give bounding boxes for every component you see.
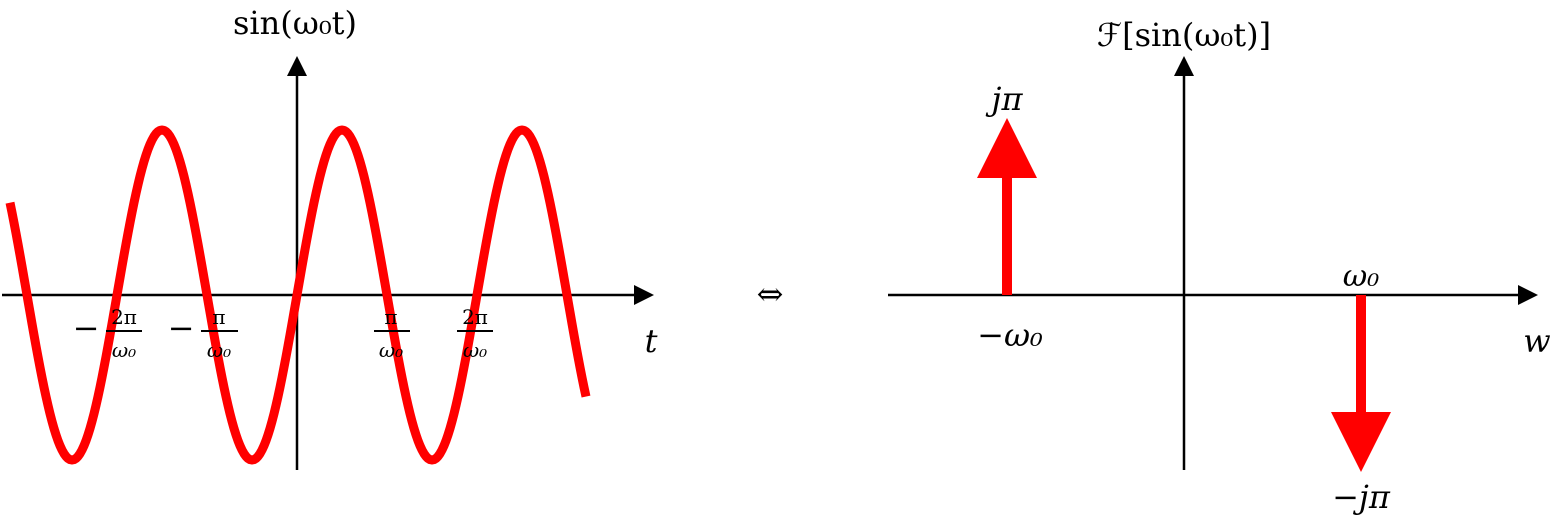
svg-text:2π: 2π	[111, 305, 137, 329]
svg-text:ω₀: ω₀	[207, 338, 231, 362]
impulse-amplitude-label-up: jπ	[986, 80, 1024, 118]
impulse-arrowhead-down	[1331, 412, 1391, 472]
impulse-negative-omega0: jπ −ω₀	[977, 80, 1043, 354]
time-plot-title: sin(ω₀t)	[233, 4, 357, 42]
tick-label-pi: π ω₀	[374, 305, 410, 362]
impulse-arrowhead-up	[977, 118, 1037, 178]
frequency-domain-plot: ℱ[sin(ω₀t)] w jπ −ω₀ ω₀ −jπ	[888, 16, 1551, 516]
t-axis-label: t	[645, 322, 658, 360]
tick-label-2pi: 2π ω₀	[457, 305, 493, 362]
sine-curve	[5, 125, 591, 465]
amplitude-axis-arrowhead	[287, 56, 307, 76]
svg-text:2π: 2π	[462, 305, 488, 329]
w-axis-arrowhead	[1518, 285, 1538, 305]
impulse-amplitude-label-down: −jπ	[1332, 478, 1391, 516]
w-axis-label: w	[1523, 322, 1550, 360]
frequency-plot-title: ℱ[sin(ω₀t)]	[1097, 16, 1271, 54]
svg-text:ω₀: ω₀	[379, 338, 403, 362]
svg-text:−: −	[73, 309, 100, 347]
spectrum-axis-arrowhead	[1174, 56, 1194, 76]
tick-label-neg-2pi: − 2π ω₀	[73, 305, 142, 362]
impulse-position-label-neg: −ω₀	[977, 316, 1043, 354]
tick-label-neg-pi: − π ω₀	[168, 305, 238, 362]
svg-text:π: π	[212, 305, 225, 329]
time-domain-plot: sin(ω₀t) t − 2π ω₀ − π ω₀ π ω₀ 2π ω₀	[2, 4, 658, 470]
svg-text:π: π	[384, 305, 397, 329]
t-axis-arrowhead	[634, 285, 654, 305]
svg-text:ω₀: ω₀	[463, 338, 487, 362]
impulse-position-label-pos: ω₀	[1343, 259, 1380, 294]
svg-text:−: −	[168, 309, 195, 347]
impulse-positive-omega0: ω₀ −jπ	[1331, 259, 1391, 516]
svg-text:ω₀: ω₀	[112, 338, 136, 362]
equivalence-symbol: ⇔	[757, 275, 784, 313]
